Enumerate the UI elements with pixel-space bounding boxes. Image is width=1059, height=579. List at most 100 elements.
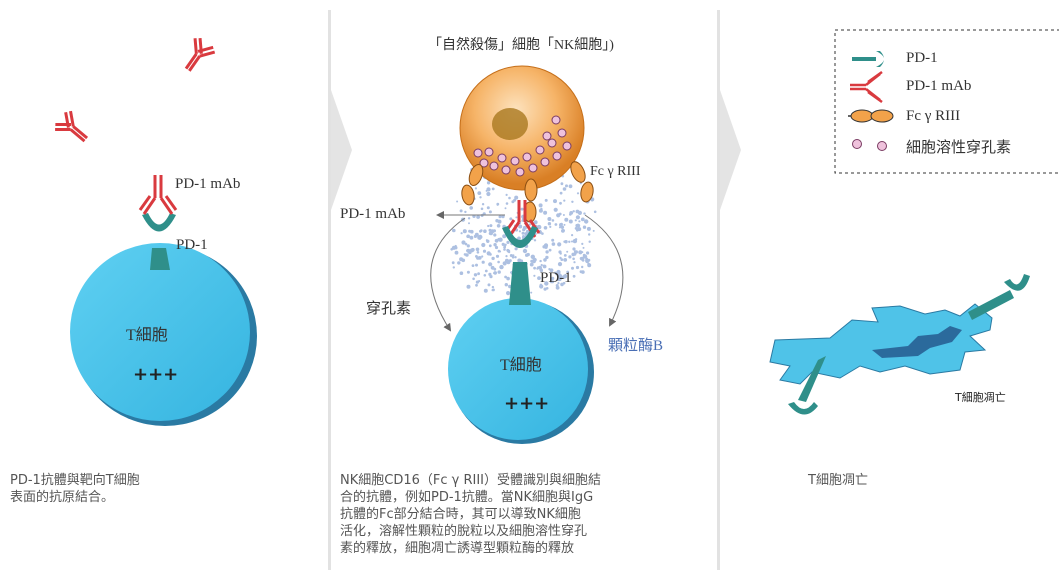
granzyme-dot xyxy=(559,223,563,227)
pd1-receptor-2 xyxy=(502,226,538,305)
granzyme-dot xyxy=(579,182,582,185)
granzyme-dot xyxy=(551,219,555,222)
granzyme-dot xyxy=(554,223,558,226)
granzyme-dot xyxy=(541,232,544,235)
granzyme-dot xyxy=(479,196,482,199)
granzyme-dot xyxy=(532,257,537,262)
granzyme-dot xyxy=(543,226,548,230)
granzyme-dot xyxy=(506,291,511,296)
granzyme-dot xyxy=(469,235,474,240)
granzyme-dot xyxy=(562,281,566,285)
granzyme-dot xyxy=(507,249,511,253)
granzyme-dot xyxy=(558,250,562,254)
panel3-dead-label: T細胞凋亡 xyxy=(955,391,1006,404)
legend-label-mab: PD-1 mAb xyxy=(906,78,972,94)
granzyme-dot xyxy=(468,222,470,225)
granzyme-dot xyxy=(486,181,491,185)
granzyme-dot xyxy=(452,266,455,269)
granzyme-dot xyxy=(483,229,487,233)
granzyme-dot xyxy=(506,276,510,281)
granzyme-dot xyxy=(509,217,513,221)
granzyme-dot xyxy=(563,254,567,257)
granzyme-dot xyxy=(466,235,470,238)
granzyme-dot xyxy=(562,187,567,191)
granzyme-dot xyxy=(508,259,512,263)
granzyme-dot xyxy=(485,189,488,192)
granzyme-dot xyxy=(518,230,522,233)
granzyme-dot xyxy=(484,269,488,273)
granzyme-dot xyxy=(461,240,466,245)
granzyme-dot xyxy=(560,182,564,186)
granzyme-dot xyxy=(539,283,543,287)
granzyme-dot xyxy=(556,213,561,218)
granzyme-dot xyxy=(539,268,544,273)
granzyme-dot xyxy=(538,203,543,208)
granzyme-dot xyxy=(495,254,500,258)
granzyme-dot xyxy=(578,250,583,255)
panel2-tcell-label: T細胞 xyxy=(500,357,542,374)
detached-pd1-2 xyxy=(788,356,826,415)
panel-divider-1 xyxy=(328,10,352,570)
granzyme-dot xyxy=(559,274,563,279)
granzyme-dot xyxy=(482,249,487,253)
granzyme-dot xyxy=(571,200,574,203)
granzyme-dot xyxy=(467,217,471,220)
granzyme-dot xyxy=(493,243,497,247)
granzyme-dot xyxy=(459,271,464,276)
granzyme-dot xyxy=(572,257,575,261)
granzyme-dot xyxy=(582,246,585,249)
granzyme-dot xyxy=(488,244,492,248)
granzyme-dot xyxy=(576,223,581,228)
legend-granule-icon xyxy=(852,139,887,151)
granzyme-dot xyxy=(480,207,484,211)
granzyme-dot xyxy=(505,202,509,205)
granzyme-dot xyxy=(509,254,513,257)
granzyme-dot xyxy=(485,239,488,242)
panel1-caption-line-2: 表面的抗原結合。 xyxy=(10,490,115,505)
granzyme-dot xyxy=(559,191,563,195)
granzyme-dot xyxy=(571,252,575,257)
granzyme-dot xyxy=(464,210,467,214)
granzyme-dot xyxy=(549,268,554,273)
panel1-caption: PD-1抗體與靶向T細胞 表面的抗原結合。 xyxy=(10,472,310,506)
panel2-caption-line-2: 合的抗體，例如PD-1抗體。當NK細胞與IgG xyxy=(340,490,594,505)
granzyme-dot xyxy=(503,245,506,249)
granzyme-dot xyxy=(554,271,559,276)
granzyme-dot xyxy=(543,258,547,262)
granzyme-dot xyxy=(491,187,495,191)
granzyme-dot xyxy=(466,249,469,252)
granzyme-dot xyxy=(553,199,557,204)
granzyme-dot xyxy=(559,256,562,260)
granzyme-dot xyxy=(487,283,491,287)
granzyme-dot xyxy=(486,206,490,210)
granzyme-dot xyxy=(498,237,503,242)
granzyme-dot xyxy=(477,272,480,276)
granzyme-dot xyxy=(533,274,536,277)
panel2-pd1-label: PD-1 xyxy=(540,270,572,286)
granzyme-dot xyxy=(493,267,497,271)
granzyme-dot xyxy=(563,223,566,226)
granzyme-dot xyxy=(544,245,548,249)
granzyme-dot xyxy=(563,258,568,262)
legend-antibody-icon xyxy=(850,70,883,104)
granzyme-dot xyxy=(571,266,574,270)
granzyme-dot xyxy=(577,227,582,232)
granzyme-dot xyxy=(481,203,485,206)
granzyme-dot xyxy=(504,275,507,279)
panel-divider-2 xyxy=(717,10,741,570)
granzyme-dot xyxy=(497,270,501,274)
granzyme-dot xyxy=(533,266,536,270)
granzyme-dot xyxy=(537,276,541,280)
granzyme-dot xyxy=(475,247,480,252)
granzyme-dot xyxy=(471,264,475,267)
granzyme-dot xyxy=(551,242,556,246)
panel2-caption-line-1: NK細胞CD16（Fc γ RIII）受體識別與細胞結 xyxy=(340,473,601,488)
granzyme-dot xyxy=(557,242,562,247)
granzyme-dot xyxy=(491,285,495,289)
granzyme-dot xyxy=(478,237,481,240)
granzyme-dot xyxy=(463,229,467,233)
granzyme-dot xyxy=(489,224,493,228)
granzyme-dot xyxy=(557,282,560,285)
panel2-granzyme-label: 顆粒酶B xyxy=(608,338,664,354)
